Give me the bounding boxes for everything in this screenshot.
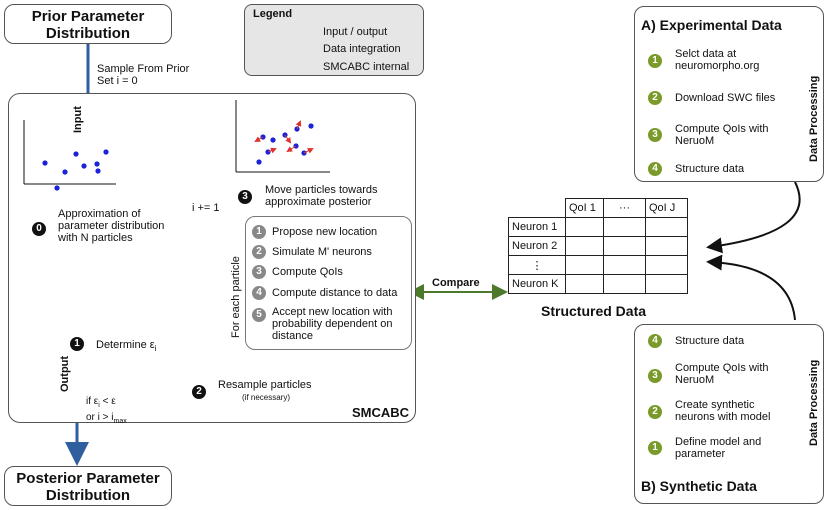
inner-step4-badge: 4 — [252, 286, 266, 300]
prior-title-line1: Prior Parameter — [31, 8, 145, 25]
exp-step4-badge: 4 — [648, 162, 662, 176]
particle-loop-box — [245, 216, 412, 350]
column-header: QoI 1 — [565, 198, 604, 218]
step0-text: Approximation of parameter distribution … — [58, 208, 165, 244]
column-header: QoI J — [645, 198, 688, 218]
i-increment-text: i += 1 — [192, 202, 220, 214]
experimental-side-label: Data Processing — [808, 75, 820, 162]
compare-label: Compare — [432, 277, 480, 289]
legend-label-input: Input / output — [323, 26, 388, 38]
inner-step4-text: Compute distance to data — [272, 287, 398, 299]
exp-step3-text: Compute QoIs with NeruoM — [675, 123, 769, 147]
exp-step2-badge: 2 — [648, 91, 662, 105]
syn-step2-text: Create synthetic neurons with model — [675, 399, 771, 423]
experimental-title: A) Experimental Data — [641, 17, 782, 33]
step0-badge: 0 — [32, 222, 46, 236]
for-each-particle-label: For each particle — [230, 256, 242, 338]
inner-step2-text: Simulate M' neurons — [272, 246, 372, 258]
syn-step2-badge: 2 — [648, 405, 662, 419]
structured-data-title: Structured Data — [541, 303, 647, 319]
step1-badge: 1 — [70, 337, 84, 351]
row-header: ⋮ — [508, 255, 566, 275]
step2-text: Resample particles — [218, 379, 312, 391]
step3-badge: 3 — [238, 190, 252, 204]
posterior-distribution-box: Posterior Parameter Distribution — [4, 466, 172, 506]
legend-box: Legend Input / output Data integration S… — [244, 4, 424, 76]
syn-step3-text: Compute QoIs with NeruoM — [675, 362, 769, 386]
table-row: Neuron 2 — [508, 236, 688, 256]
inner-step5-text: Accept new location with probability dep… — [272, 306, 393, 342]
legend-label-integration: Data integration — [323, 43, 401, 55]
table-row: Neuron K — [508, 274, 688, 294]
exp-step4-text: Structure data — [675, 163, 745, 175]
posterior-title-line1: Posterior Parameter — [16, 470, 160, 487]
exp-step1-text: Selct data at neuromorpho.org — [675, 48, 760, 72]
synthetic-data-panel — [634, 324, 824, 504]
prior-title-line2: Distribution — [45, 25, 131, 42]
exp-step3-badge: 3 — [648, 128, 662, 142]
table-row: Neuron 1 — [508, 217, 688, 237]
structured-data-table: QoI 1 ··· QoI J Neuron 1 Neuron 2 ⋮ Neur… — [508, 198, 688, 294]
synthetic-title: B) Synthetic Data — [641, 478, 757, 494]
inner-step5-badge: 5 — [252, 308, 266, 322]
step2-badge: 2 — [192, 385, 206, 399]
syn-step1-text: Define model and parameter — [675, 436, 762, 460]
inner-step1-badge: 1 — [252, 225, 266, 239]
experimental-data-panel — [634, 6, 824, 182]
syn-step4-badge: 4 — [648, 334, 662, 348]
synthetic-side-label: Data Processing — [808, 359, 820, 446]
row-header: Neuron 1 — [508, 217, 566, 237]
arrow-experimental-to-table — [706, 181, 801, 254]
inner-step2-badge: 2 — [252, 245, 266, 259]
prior-distribution-box: Prior Parameter Distribution — [4, 4, 172, 44]
inner-step1-text: Propose new location — [272, 226, 378, 238]
syn-step1-badge: 1 — [648, 441, 662, 455]
inner-step3-badge: 3 — [252, 265, 266, 279]
arrow-synthetic-to-table — [706, 254, 796, 321]
column-header: ··· — [603, 198, 646, 218]
exp-step2-text: Download SWC files — [675, 92, 776, 104]
syn-step4-text: Structure data — [675, 335, 745, 347]
step1-text: Determine εi — [96, 339, 157, 354]
inner-step3-text: Compute QoIs — [272, 266, 343, 278]
exp-step1-badge: 1 — [648, 54, 662, 68]
row-header: Neuron K — [508, 274, 566, 294]
row-header: Neuron 2 — [508, 236, 566, 256]
step2-note: (if necessary) — [242, 393, 291, 402]
legend-label-internal: SMCABC internal — [323, 61, 410, 73]
sample-from-prior-text: Sample From Prior Set i = 0 — [97, 63, 190, 87]
syn-step3-badge: 3 — [648, 369, 662, 383]
posterior-title-line2: Distribution — [45, 487, 131, 504]
table-row: ⋮ — [508, 255, 688, 275]
smcabc-label: SMCABC — [352, 405, 410, 420]
stop-condition: if εi < ε or i > imax — [86, 396, 127, 425]
legend-heading: Legend — [253, 8, 293, 20]
step3-text: Move particles towards approximate poste… — [265, 184, 378, 208]
